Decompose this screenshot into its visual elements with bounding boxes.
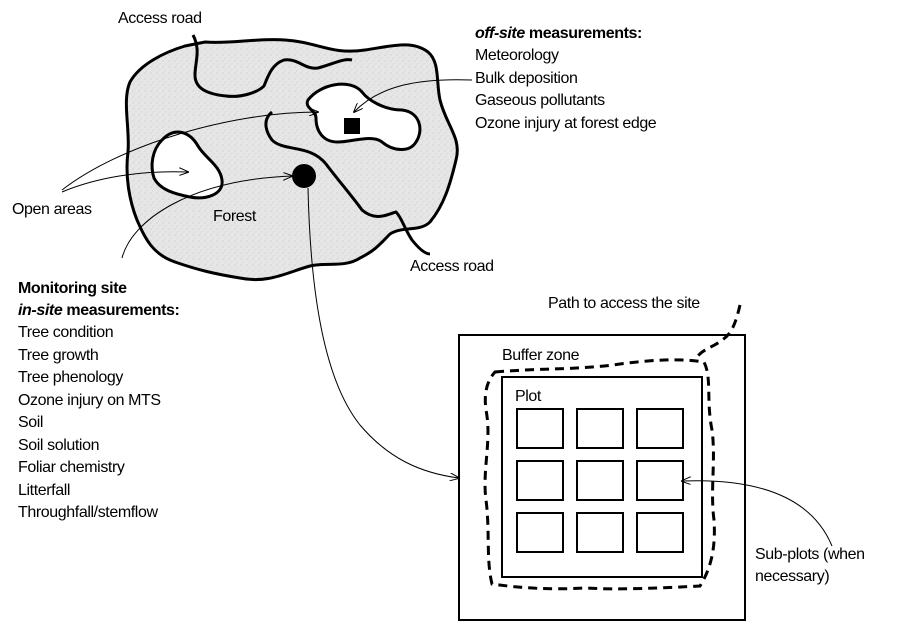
in-site-item: Soil solution (18, 436, 100, 454)
off-site-item: Gaseous pollutants (475, 92, 605, 109)
label-sub-plots-line1: Sub-plots (when (755, 546, 865, 563)
in-site-item: Foliar chemistry (18, 459, 125, 476)
arrow-open-area-right (61, 112, 318, 191)
sub-plot (516, 408, 564, 449)
arrow-sub-plots (682, 481, 833, 547)
sub-plot (576, 460, 624, 501)
in-site-item: Tree condition (18, 324, 114, 341)
sub-plot (636, 512, 684, 553)
label-path-to-site: Path to access the site (548, 295, 700, 312)
label-sub-plots-line2: necessary) (755, 568, 830, 585)
sub-plot (516, 460, 564, 501)
in-site-heading-italic: in-site (18, 302, 63, 319)
sub-plot (636, 408, 684, 449)
sub-plot (576, 512, 624, 553)
off-site-heading-italic: off-site (475, 25, 525, 42)
label-buffer-zone: Buffer zone (502, 347, 580, 364)
in-site-title: Monitoring site (18, 280, 127, 297)
in-site-item: Ozone injury on MTS (18, 391, 161, 409)
sub-plot-grid (516, 408, 684, 553)
sub-plot (576, 408, 624, 449)
label-open-areas: Open areas (12, 201, 92, 218)
access-path (694, 304, 742, 359)
arrow-open-area-left (61, 172, 188, 193)
sub-plot (516, 512, 564, 553)
in-site-heading: in-site measurements: (18, 300, 180, 323)
in-site-item: Soil (18, 414, 44, 431)
open-area-left (150, 130, 224, 200)
monitoring-site-marker (292, 164, 316, 188)
access-road-bottom (264, 110, 431, 256)
forest-area (124, 38, 459, 282)
off-site-item: Ozone injury at forest edge (475, 114, 657, 132)
label-access-road-top: Access road (118, 10, 202, 27)
buffer-zone (483, 358, 716, 591)
sub-plot (636, 460, 684, 501)
arrow-monitoring-site (121, 176, 292, 259)
arrow-off-site (354, 79, 473, 112)
label-plot: Plot (515, 388, 541, 405)
in-site-item: Litterfall (18, 481, 71, 499)
in-site-heading-rest: measurements: (62, 302, 180, 319)
off-site-heading: off-site measurements: (475, 23, 642, 46)
access-road-top (191, 34, 353, 98)
label-access-road-bottom: Access road (410, 258, 494, 275)
in-site-item: Tree phenology (18, 369, 123, 386)
in-site-list: Tree condition Tree growth Tree phenolog… (18, 322, 161, 525)
off-site-heading-rest: measurements: (524, 25, 642, 42)
connector-site-to-plot (307, 187, 459, 478)
off-site-item: Bulk deposition (475, 69, 578, 87)
label-forest: Forest (213, 208, 256, 225)
off-site-list: Meteorology Bulk deposition Gaseous poll… (475, 45, 657, 135)
in-site-item: Tree growth (18, 346, 99, 364)
off-site-marker (344, 118, 360, 134)
in-site-item: Throughfall/stemflow (18, 504, 158, 521)
open-area-right (305, 82, 422, 151)
off-site-item: Meteorology (475, 47, 559, 64)
